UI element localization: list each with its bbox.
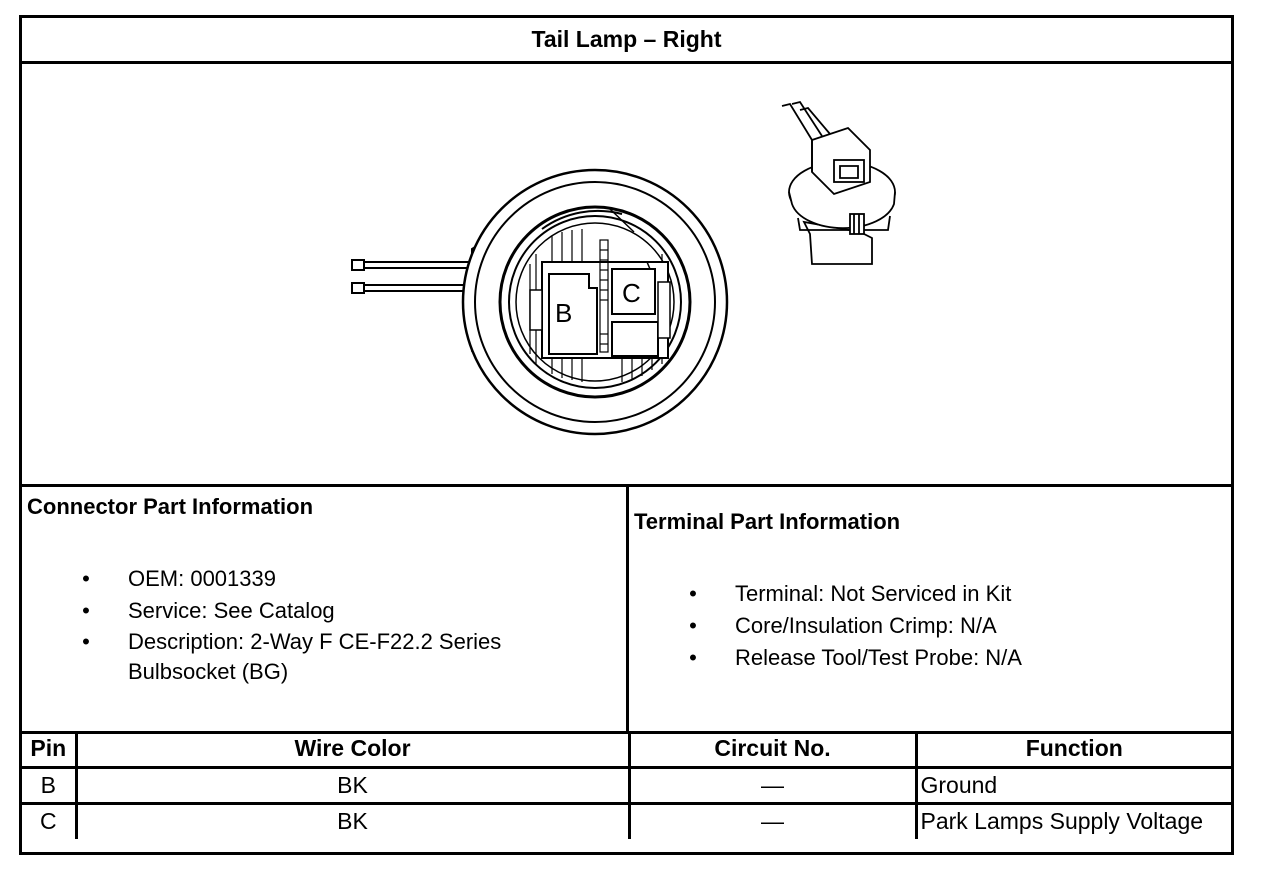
pin-cell: C: [22, 801, 78, 839]
terminal-part-info: Terminal Part Information •Terminal: Not…: [629, 487, 1231, 731]
list-item: •Description: 2-Way F CE-F22.2 Series Bu…: [76, 627, 576, 687]
bulbsocket-face: B C: [461, 168, 729, 436]
bullet-icon: •: [689, 645, 697, 670]
list-item: •OEM: 0001339: [76, 563, 576, 595]
bullet-icon: •: [82, 629, 90, 654]
header-pin: Pin: [22, 731, 78, 769]
wire-color-cell: BK: [74, 801, 631, 839]
header-wire-color: Wire Color: [74, 731, 631, 769]
circuit-no-cell: —: [627, 765, 918, 805]
sheet-title: Tail Lamp – Right: [22, 18, 1231, 64]
connector-illustration: B C: [351, 100, 896, 436]
pin-label-b: B: [555, 298, 572, 328]
list-item: •Terminal: Not Serviced in Kit: [683, 578, 1223, 610]
wire-leads: [351, 242, 481, 358]
pin-cell: B: [22, 765, 78, 805]
circuit-no-cell: —: [627, 801, 918, 839]
header-function: Function: [914, 731, 1231, 769]
connector-part-info-list: •OEM: 0001339 •Service: See Catalog •Des…: [76, 563, 576, 687]
connector-part-info-heading: Connector Part Information: [27, 494, 314, 519]
header-circuit-no: Circuit No.: [627, 731, 918, 769]
terminal-part-info-list: •Terminal: Not Serviced in Kit •Core/Ins…: [683, 578, 1223, 674]
pin-label-c: C: [622, 278, 641, 308]
list-item: •Service: See Catalog: [76, 595, 576, 627]
bullet-icon: •: [82, 566, 90, 591]
function-cell: Ground: [914, 765, 1231, 805]
bullet-icon: •: [82, 598, 90, 623]
terminal-part-info-heading: Terminal Part Information: [634, 509, 901, 534]
list-item: •Core/Insulation Crimp: N/A: [683, 610, 1223, 642]
table-row: B BK — Ground: [22, 765, 1231, 805]
function-cell: Park Lamps Supply Voltage: [914, 801, 1231, 839]
wire-color-cell: BK: [74, 765, 631, 805]
bulbsocket-perspective-view: [781, 100, 896, 265]
bullet-icon: •: [689, 613, 697, 638]
list-item: •Release Tool/Test Probe: N/A: [683, 642, 1223, 674]
pin-table: Pin Wire Color Circuit No. Function B BK…: [22, 731, 1231, 839]
pin-table-header: Pin Wire Color Circuit No. Function: [22, 731, 1231, 769]
part-information: Connector Part Information •OEM: 0001339…: [22, 484, 1231, 734]
table-row: C BK — Park Lamps Supply Voltage: [22, 801, 1231, 839]
connector-part-info: Connector Part Information •OEM: 0001339…: [22, 487, 629, 731]
connector-sheet: Tail Lamp – Right: [19, 15, 1234, 855]
connector-drawing: B C: [22, 64, 1231, 484]
bullet-icon: •: [689, 581, 697, 606]
